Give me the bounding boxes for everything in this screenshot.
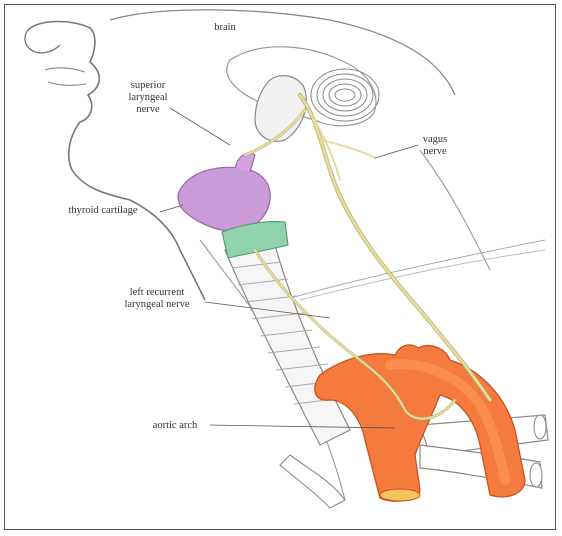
label-vagus-nerve: vagus nerve	[410, 134, 460, 158]
brainstem-coils	[311, 69, 379, 121]
bronchus-end-2	[530, 463, 542, 487]
lower-bronchus	[280, 455, 345, 508]
trachea	[225, 245, 350, 445]
lip-outline	[45, 68, 86, 85]
label-brain: brain	[200, 22, 250, 34]
bronchus-end-1	[534, 415, 546, 439]
label-aortic-arch: aortic arch	[140, 420, 210, 432]
aorta-opening	[380, 489, 420, 501]
face-outline	[28, 22, 205, 301]
label-thyroid-cartilage: thyroid cartilage	[48, 205, 158, 217]
neck-back-outline	[420, 150, 490, 270]
shoulder-line-2	[300, 250, 545, 300]
brainstem	[255, 76, 306, 142]
thyroid-cartilage-shape	[178, 167, 270, 231]
label-left-recurrent-laryngeal-nerve: left recurrent laryngeal nerve	[102, 287, 212, 311]
nose-outline	[25, 30, 60, 53]
label-superior-laryngeal-nerve: superior laryngeal nerve	[108, 80, 188, 116]
